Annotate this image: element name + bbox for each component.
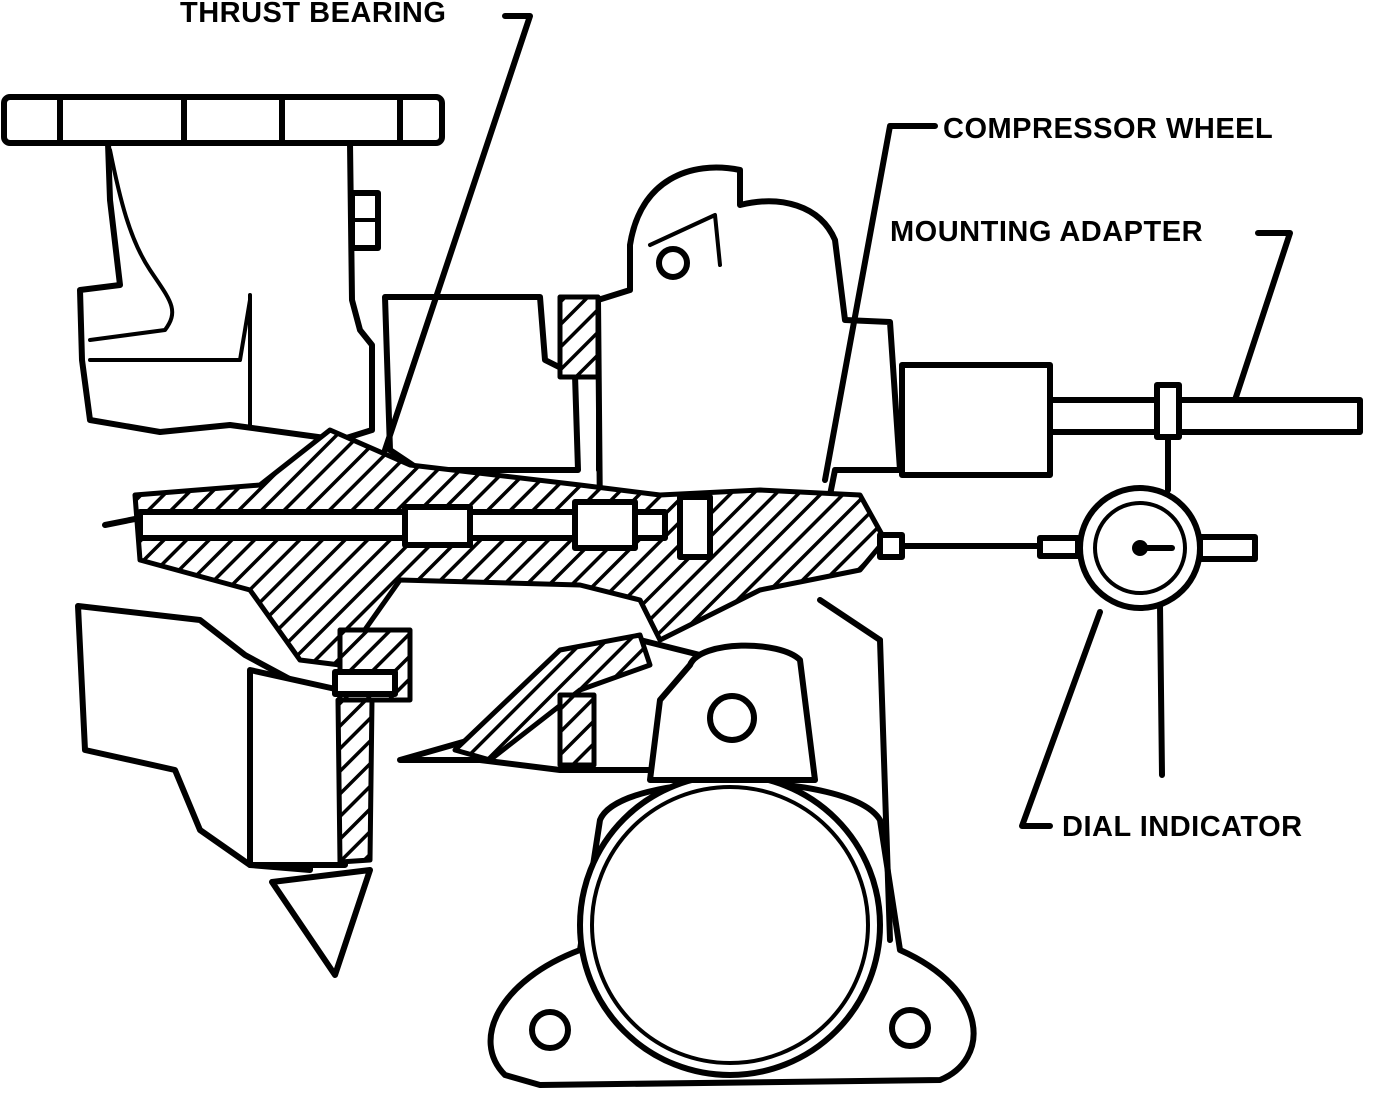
center-housing: [382, 294, 703, 773]
turbine-flange: [1, 94, 445, 146]
compressor-inlet-flange: [487, 597, 977, 1088]
mounting-adapter-body: [899, 362, 1363, 493]
shaft-assembly: [102, 427, 1081, 703]
compressor-housing: [557, 164, 903, 523]
label-mounting-adapter: MOUNTING ADAPTER: [890, 216, 1203, 248]
label-thrust-bearing: THRUST BEARING: [180, 0, 446, 29]
label-compressor-wheel: COMPRESSOR WHEEL: [943, 113, 1273, 145]
turbine-volute-lower: [75, 603, 375, 978]
turbine-housing: [77, 140, 381, 443]
label-dial-indicator: DIAL INDICATOR: [1062, 811, 1303, 843]
leader-lines: [382, 13, 1293, 829]
dial-indicator-gauge: [1077, 485, 1258, 778]
